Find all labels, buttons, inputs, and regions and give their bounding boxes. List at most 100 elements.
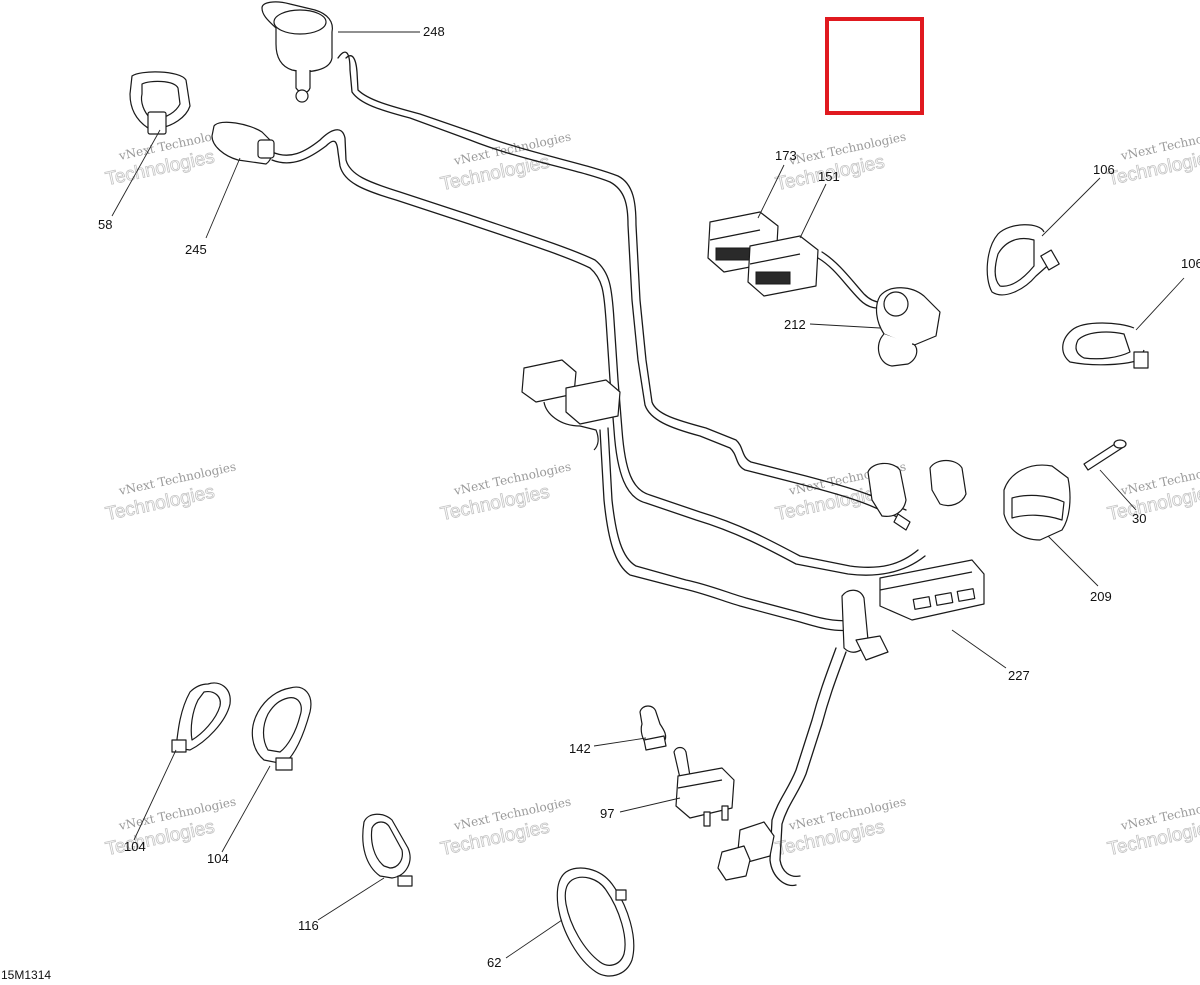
tie-104a-inner — [190, 691, 221, 741]
tie-104a-head — [171, 739, 187, 753]
grommet-tab — [397, 875, 413, 887]
part-248-boot — [261, 1, 333, 103]
leader-209 — [1047, 535, 1099, 587]
part-label-245: 245 — [185, 242, 207, 257]
fusebox-slot — [956, 588, 976, 602]
part-label-104b: 104 — [207, 851, 229, 866]
leader-245 — [205, 157, 241, 239]
harness-wire — [599, 429, 851, 632]
leader-104b — [221, 765, 271, 853]
junction-plug — [855, 635, 889, 661]
leader-151 — [799, 183, 827, 239]
clip-inner — [140, 80, 181, 119]
watermark: vNext Technologies Technologies — [438, 129, 572, 195]
part-label-227: 227 — [1008, 668, 1030, 683]
leader-212 — [809, 323, 881, 329]
part-209-block — [1003, 464, 1071, 541]
leader-62 — [505, 919, 563, 959]
leader-104a — [133, 749, 177, 841]
part-97-switch — [673, 746, 735, 827]
connector-173-pins — [715, 247, 751, 261]
sensor-plug — [257, 139, 275, 159]
part-label-30: 30 — [1132, 511, 1146, 526]
highlight-box — [825, 17, 924, 115]
leader-97 — [619, 797, 681, 813]
part-label-212: 212 — [784, 317, 806, 332]
connector-151-body — [747, 235, 819, 297]
plug-a — [867, 462, 907, 517]
part-label-58: 58 — [98, 217, 112, 232]
part-104-tie-a — [171, 682, 231, 753]
part-106-tie-a — [986, 224, 1060, 296]
part-label-106a: 106 — [1093, 162, 1115, 177]
leader-30 — [1099, 469, 1137, 511]
tie-b-inner — [1075, 331, 1131, 360]
clip-tab — [147, 111, 167, 135]
part-label-248: 248 — [423, 24, 445, 39]
part-212-connector — [875, 287, 941, 367]
tie-a-inner — [994, 237, 1035, 287]
leader-lines — [111, 31, 1185, 959]
end-connector-b — [717, 845, 751, 881]
part-labels: 248 58 245 173 151 106 106 212 30 209 22… — [98, 24, 1200, 970]
fusebox-slot — [934, 592, 954, 606]
part-116-grommet — [362, 813, 413, 887]
tie-b-head — [1133, 351, 1149, 369]
harness-connector-pair — [521, 359, 621, 451]
leader-173 — [757, 164, 785, 219]
part-label-97: 97 — [600, 806, 614, 821]
harness-wire — [607, 427, 857, 622]
boot-screw — [295, 89, 309, 103]
part-label-142: 142 — [569, 741, 591, 756]
watermark: vNext Technologies Technologies — [438, 459, 572, 525]
part-58-clip — [129, 71, 191, 135]
connector-173-edge — [709, 229, 761, 241]
harness-end-connectors — [717, 821, 775, 881]
harness-wire — [345, 55, 907, 511]
part-label-173: 173 — [775, 148, 797, 163]
watermark: vNext Technologies Technologies — [1105, 794, 1200, 860]
harness-wire — [271, 129, 919, 568]
harness-wire — [337, 51, 901, 519]
switch-lever — [673, 746, 691, 779]
pin-head — [1113, 439, 1127, 449]
tie-a-head — [1040, 249, 1060, 271]
block-band — [1011, 494, 1065, 521]
switch-edge — [677, 779, 723, 789]
harness-wire — [817, 257, 886, 309]
part-62-seal — [556, 867, 635, 977]
connector-151-edge — [749, 253, 801, 265]
switch-terminal — [721, 805, 729, 821]
watermark: vNext Technologies Technologies — [773, 794, 907, 860]
harness-plug-pair — [867, 459, 967, 531]
plug-a-tip — [893, 513, 911, 531]
watermark: vNext Technologies Technologies — [1105, 124, 1200, 190]
connector-151-pins — [755, 271, 791, 285]
part-label-106b: 106 — [1181, 256, 1200, 271]
connector-cable — [543, 401, 599, 451]
part-label-209: 209 — [1090, 589, 1112, 604]
part-106-tie-b — [1062, 322, 1149, 369]
harness-junction — [841, 589, 889, 661]
seal-tab — [615, 889, 627, 901]
plug-b — [929, 459, 967, 507]
fusebox-slot — [912, 596, 932, 610]
part-104-tie-b — [251, 686, 312, 771]
part-142-boot — [639, 705, 667, 751]
leader-106a — [1041, 177, 1101, 237]
harness-wire — [769, 647, 837, 887]
seal-inner — [564, 876, 626, 966]
leader-106b — [1135, 277, 1185, 331]
leader-58 — [111, 129, 161, 217]
harness-wire — [779, 651, 847, 878]
boot-stem — [295, 70, 311, 94]
boot-142-body — [639, 705, 667, 747]
part-245-sensor — [211, 121, 275, 165]
harness-wire — [271, 140, 926, 576]
boot-cap — [273, 9, 327, 35]
watermark: vNext Technologies Technologies — [1105, 459, 1200, 525]
wire-harness — [271, 51, 926, 887]
connector-212-loop — [877, 333, 918, 367]
leader-142 — [593, 737, 647, 747]
